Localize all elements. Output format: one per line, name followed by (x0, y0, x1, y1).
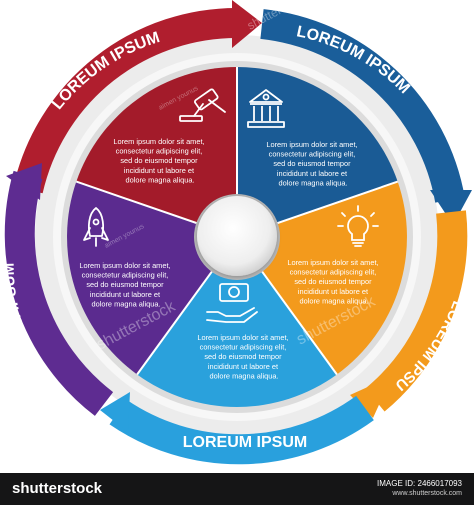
ring-arrow-red (13, 7, 241, 194)
ring-arrow-lightblue (109, 395, 374, 465)
ring-arrows (4, 0, 472, 465)
center-hub (197, 196, 277, 276)
footer-image-id: IMAGE ID: 2466017093 (377, 479, 462, 488)
ring-arrow-blue-head (430, 190, 472, 225)
ring-label-bottom: LOREUM IPSUM (183, 434, 307, 451)
footer-brand-logo: shutterstock (12, 480, 103, 497)
rocket-icon (83, 207, 109, 247)
ring-arrow-orange (365, 210, 468, 412)
segment-orange (237, 181, 407, 375)
ring-arrow-orange-head (350, 376, 392, 418)
ring-arrow-red-head (232, 0, 262, 48)
money-hand-icon (206, 283, 258, 323)
segment-red-text: Lorem ipsum dolor sit amet, consectetur … (113, 137, 206, 184)
footer-site-url: www.shutterstock.com (392, 490, 462, 497)
segment-orange-text: Lorem ipsum dolor sit amet, consectetur … (287, 258, 380, 305)
ring-arrow-purple-head (6, 163, 42, 200)
segment-purple-text: Lorem ipsum dolor sit amet, consectetur … (79, 261, 172, 308)
segment-lightblue-text: Lorem ipsum dolor sit amet, consectetur … (197, 333, 290, 380)
gavel-icon (179, 88, 226, 122)
stock-footer-bar: shutterstock IMAGE ID: 2466017093 www.sh… (0, 473, 474, 505)
ring-arrow-blue (260, 9, 465, 203)
ring-arrow-purple (4, 170, 114, 416)
segment-blue-text: Lorem ipsum dolor sit amet, consectetur … (266, 140, 359, 187)
bank-icon (247, 89, 285, 128)
lightbulb-icon (337, 205, 379, 247)
segment-purple (67, 181, 237, 375)
ring-arrow-lightblue-head (100, 392, 130, 432)
